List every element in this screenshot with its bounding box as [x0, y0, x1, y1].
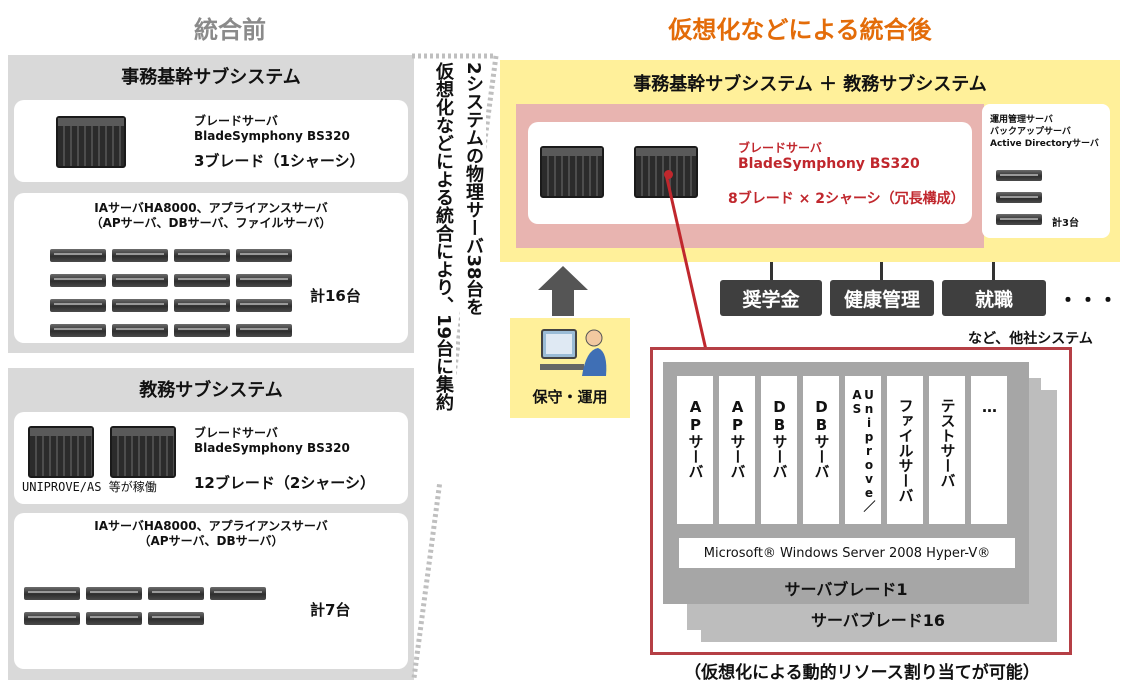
- vm-uniprove: Uniprove／AS: [845, 376, 881, 524]
- vm-ap-server-2: APサーバ: [719, 376, 755, 524]
- blade-chassis-icon: [634, 146, 698, 198]
- link-line: [664, 173, 708, 351]
- rack-server-icon: [174, 249, 230, 262]
- consolidated-panel: 事務基幹サブシステム ＋ 教務サブシステム ブレードサーバ BladeSymph…: [500, 60, 1120, 262]
- rack-server-icon: [236, 249, 292, 262]
- bottom-caption: （仮想化による動的リソース割り当てが可能）: [684, 663, 1040, 683]
- server-blade-1-label: サーバブレード1: [784, 580, 908, 599]
- after-heading: 仮想化などによる統合後: [668, 16, 932, 44]
- summary-text: 2システムの物理サーバ38台を 仮想化などによる統合により、19台に集約: [420, 62, 496, 482]
- rack-server-icon: [86, 587, 142, 600]
- blade-chassis-icon: [56, 116, 126, 168]
- rack-server-icon: [996, 192, 1042, 203]
- blade-chassis-icon: [110, 426, 176, 478]
- kyomu-title: 教務サブシステム: [139, 380, 283, 401]
- rack-server-icon: [24, 612, 80, 625]
- systems-ellipsis: ・・・: [1058, 288, 1118, 312]
- rack-server-icon: [50, 324, 106, 337]
- blade-group-card: ブレードサーバ BladeSymphony BS320 8ブレード × 2シャー…: [528, 122, 972, 224]
- rack-server-icon: [174, 299, 230, 312]
- others-note: など、他社システム: [968, 331, 1093, 347]
- jimu-title: 事務基幹サブシステム: [121, 67, 301, 88]
- jimu-ia-card: IAサーバHA8000、アプライアンスサーバ （APサーバ、DBサーバ、ファイル…: [14, 193, 408, 343]
- before-heading: 統合前: [194, 16, 266, 44]
- rack-server-icon: [112, 249, 168, 262]
- rack-server-icon: [236, 299, 292, 312]
- blade-chassis-marker: [664, 170, 673, 179]
- jimu-ia-label: IAサーバHA8000、アプライアンスサーバ （APサーバ、DBサーバ、ファイル…: [90, 201, 332, 230]
- system-career: 就職: [942, 280, 1046, 316]
- connector-line: [770, 262, 773, 280]
- vm-file-server: ファイルサーバ: [887, 376, 923, 524]
- rack-server-icon: [174, 324, 230, 337]
- vm-db-server-1: DBサーバ: [761, 376, 797, 524]
- ops-panel: 保守・運用: [510, 318, 630, 418]
- system-scholarship: 奨学金: [720, 280, 822, 316]
- rack-server-icon: [148, 587, 204, 600]
- hyperv-bar: Microsoft® Windows Server 2008 Hyper-V®: [679, 538, 1015, 568]
- summary-line-1: 2システムの物理サーバ38台を: [460, 62, 486, 482]
- jimu-panel: 事務基幹サブシステム ブレードサーバ BladeSymphony BS320 3…: [8, 55, 414, 353]
- jimu-ia-total: 計16台: [310, 287, 361, 305]
- connector-line: [880, 262, 883, 280]
- system-health: 健康管理: [830, 280, 934, 316]
- vm-test-server: テストサーバ: [929, 376, 965, 524]
- rack-server-icon: [50, 274, 106, 287]
- rack-server-icon: [50, 249, 106, 262]
- rack-server-icon: [148, 612, 204, 625]
- rack-server-icon: [86, 612, 142, 625]
- vm-ap-server-1: APサーバ: [677, 376, 713, 524]
- kyomu-blade-label: ブレードサーバ BladeSymphony BS320: [194, 426, 350, 455]
- kyomu-ia-total: 計7台: [310, 601, 351, 619]
- jimu-blade-label: ブレードサーバ BladeSymphony BS320: [194, 114, 350, 143]
- rack-server-icon: [112, 274, 168, 287]
- blade-group-panel: ブレードサーバ BladeSymphony BS320 8ブレード × 2シャー…: [516, 104, 984, 248]
- vm-more: …: [971, 376, 1007, 524]
- operator-workstation-icon: [540, 329, 607, 376]
- rack-server-icon: [210, 587, 266, 600]
- kyomu-ia-label: IAサーバHA8000、アプライアンスサーバ （APサーバ、DBサーバ）: [94, 519, 328, 548]
- rack-server-icon: [24, 587, 80, 600]
- after-blade-count: 8ブレード × 2シャーシ（冗長構成）: [728, 191, 965, 207]
- jimu-blade-card: ブレードサーバ BladeSymphony BS320 3ブレード（1シャーシ）: [14, 100, 408, 182]
- ops-label: 保守・運用: [532, 388, 608, 406]
- after-blade-label: ブレードサーバ BladeSymphony BS320: [738, 141, 920, 172]
- summary-line-2: 仮想化などによる統合により、19台に集約: [430, 62, 456, 482]
- rack-server-icon: [174, 274, 230, 287]
- blade-chassis-icon: [540, 146, 604, 198]
- kyomu-uniprove-note: UNIPROVE/AS 等が稼働: [22, 480, 157, 494]
- jimu-blade-count: 3ブレード（1シャーシ）: [194, 152, 365, 170]
- mgmt-card: 運用管理サーバ バックアップサーバ Active Directoryサーバ 計3…: [982, 104, 1110, 238]
- vm-db-server-2: DBサーバ: [803, 376, 839, 524]
- kyomu-server-grid: [24, 587, 266, 625]
- rack-server-icon: [236, 274, 292, 287]
- blade-chassis-icon: [28, 426, 94, 478]
- kyomu-blade-card: ブレードサーバ BladeSymphony BS320 UNIPROVE/AS …: [14, 412, 408, 504]
- rack-server-icon: [50, 299, 106, 312]
- rack-server-icon: [112, 299, 168, 312]
- rack-server-icon: [996, 170, 1042, 181]
- rack-server-icon: [236, 324, 292, 337]
- kyomu-ia-card: IAサーバHA8000、アプライアンスサーバ （APサーバ、DBサーバ） 計7台: [14, 513, 408, 669]
- server-blade-16-label: サーバブレード16: [810, 611, 946, 630]
- mgmt-total: 計3台: [1052, 218, 1079, 229]
- mgmt-label: 運用管理サーバ バックアップサーバ Active Directoryサーバ: [990, 115, 1099, 149]
- jimu-server-grid: [50, 249, 292, 337]
- rack-server-icon: [112, 324, 168, 337]
- up-arrow-icon: [538, 266, 588, 316]
- kyomu-panel: 教務サブシステム ブレードサーバ BladeSymphony BS320 UNI…: [8, 368, 414, 680]
- connector-line: [992, 262, 995, 280]
- consolidated-title: 事務基幹サブシステム ＋ 教務サブシステム: [633, 74, 987, 95]
- rack-server-icon: [996, 214, 1042, 225]
- kyomu-blade-count: 12ブレード（2シャーシ）: [194, 474, 376, 492]
